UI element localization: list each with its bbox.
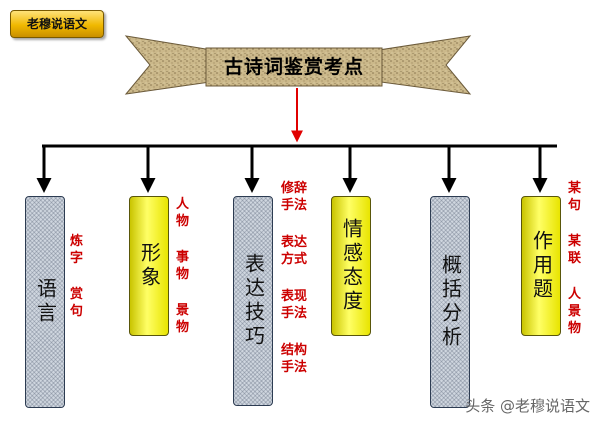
branch-arrows bbox=[36, 146, 548, 193]
category-box-technique: 表达技巧 bbox=[233, 196, 273, 406]
category-box-image: 形象 bbox=[129, 196, 169, 336]
note-image-2: 事物 bbox=[176, 250, 190, 282]
note-function-2: 某联 bbox=[568, 234, 582, 266]
note-technique-4: 结构手法 bbox=[281, 343, 308, 375]
diagram-title: 古诗词鉴赏考点 bbox=[223, 56, 364, 78]
note-image-3: 景物 bbox=[176, 303, 190, 335]
category-box-function: 作用题 bbox=[521, 196, 561, 336]
watermark: 头条 @老穆说语文 bbox=[465, 397, 590, 415]
note-image-1: 人物 bbox=[176, 197, 190, 229]
author-badge: 老穆说语文 bbox=[10, 10, 104, 38]
title-banner bbox=[124, 35, 472, 95]
note-technique-2: 表达方式 bbox=[281, 235, 308, 267]
note-function-1: 某句 bbox=[568, 181, 582, 213]
note-language-1: 炼字 bbox=[70, 234, 84, 266]
note-technique-3: 表现手法 bbox=[281, 289, 308, 321]
note-language-2: 赏句 bbox=[70, 287, 84, 319]
category-box-summary: 概括分析 bbox=[430, 196, 470, 408]
note-technique-1: 修辞手法 bbox=[281, 181, 308, 213]
category-box-language: 语言 bbox=[25, 196, 65, 408]
note-function-3: 人景物 bbox=[568, 287, 582, 336]
category-box-emotion: 情感态度 bbox=[331, 196, 371, 336]
